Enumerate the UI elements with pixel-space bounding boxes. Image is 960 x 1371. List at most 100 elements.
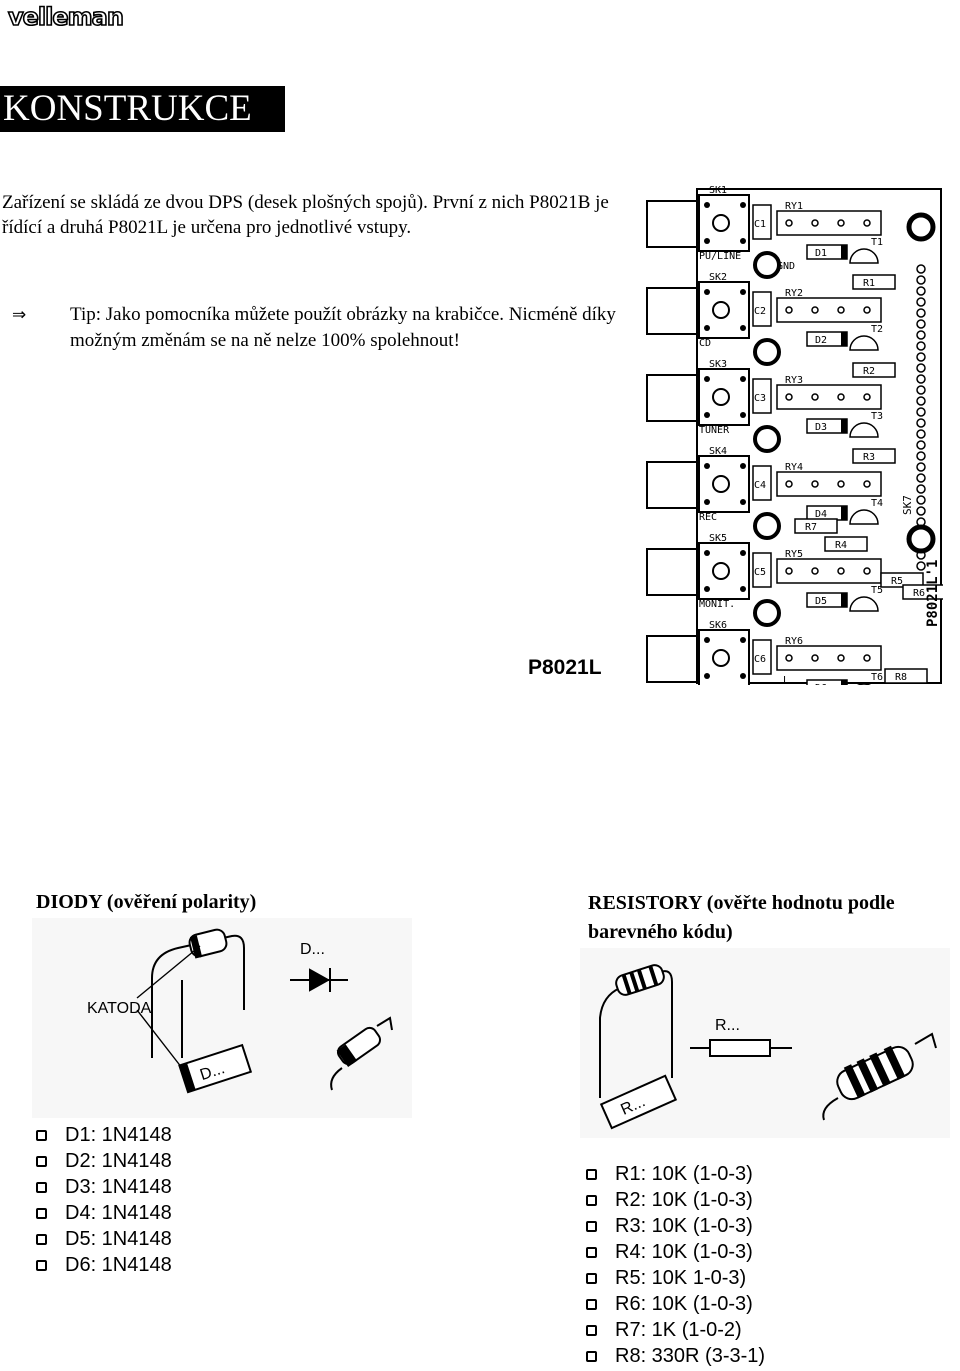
header-pin xyxy=(916,440,926,450)
header-pin xyxy=(916,374,926,384)
checkbox-icon[interactable] xyxy=(586,1246,597,1258)
diode-band xyxy=(841,332,847,346)
resistors-title-line1: RESISTORY (ověřte hodnotu podle xyxy=(588,892,895,914)
transistor-label: T1 xyxy=(871,237,883,248)
socket-housing xyxy=(646,635,698,683)
checkbox-icon[interactable] xyxy=(586,1298,597,1310)
resistor-illustration: R... R... xyxy=(580,948,950,1138)
resistor-label: R2 xyxy=(863,366,875,377)
capacitor-label: C3 xyxy=(754,393,766,404)
arrow-icon: ⇒ xyxy=(12,305,27,325)
relay-pad xyxy=(837,480,845,488)
header-pin xyxy=(916,297,926,307)
resistor-label: R8 xyxy=(895,672,907,683)
header-pin xyxy=(916,319,926,329)
capacitor xyxy=(752,639,772,675)
intro-paragraph: Zařízení se skládá ze dvou DPS (desek pl… xyxy=(2,192,609,238)
tip-paragraph: ⇒ Tip: Jako pomocníka můžete použít obrá… xyxy=(12,302,622,354)
header-pin xyxy=(916,363,926,373)
diode-label: D5 xyxy=(815,596,827,607)
relay-pad xyxy=(811,567,819,575)
socket-pad xyxy=(740,325,746,331)
relay-label: RY6 xyxy=(785,636,803,647)
transistor xyxy=(849,596,879,612)
diodes-title: DIODY (ověření polarity) xyxy=(36,891,257,913)
resistor-checklist: R1: 10K (1-0-3)R2: 10K (1-0-3)R3: 10K (1… xyxy=(586,1161,765,1369)
header-pin xyxy=(916,407,926,417)
capacitor-label: C1 xyxy=(754,219,766,230)
resistor xyxy=(884,668,928,684)
capacitor xyxy=(752,465,772,501)
diode-symbol-label: D... xyxy=(300,941,325,958)
relay-pad xyxy=(811,654,819,662)
socket-caption: CD xyxy=(699,338,711,349)
capacitor xyxy=(752,204,772,240)
checkbox-icon[interactable] xyxy=(586,1350,597,1362)
diode-band xyxy=(841,419,847,433)
socket-pad xyxy=(740,412,746,418)
diode-item: D4: 1N4148 xyxy=(36,1200,172,1226)
resistor-label: R1 xyxy=(863,278,875,289)
capacitor-label: C2 xyxy=(754,306,766,317)
transistor xyxy=(849,335,879,351)
checkbox-icon[interactable] xyxy=(586,1220,597,1232)
socket-pad xyxy=(740,550,746,556)
capacitor xyxy=(752,291,772,327)
checkbox-icon[interactable] xyxy=(36,1259,47,1271)
transistor-label: T6 xyxy=(871,672,883,683)
diode-item: D2: 1N4148 xyxy=(36,1148,172,1174)
socket-pad xyxy=(704,325,710,331)
relay-pad xyxy=(837,219,845,227)
transistor-label: T2 xyxy=(871,324,883,335)
socket-pad xyxy=(740,637,746,643)
diode-body-label: D... xyxy=(198,1060,227,1084)
resistor-item: R8: 330R (3-3-1) xyxy=(586,1343,765,1369)
checkbox-icon[interactable] xyxy=(586,1272,597,1284)
mounting-hole xyxy=(753,512,781,540)
diode-label: D4 xyxy=(815,509,827,520)
header-pin xyxy=(916,429,926,439)
relay-pad xyxy=(785,219,793,227)
katoda-label: KATODA xyxy=(87,1000,152,1017)
diode-item-label: D5: 1N4148 xyxy=(65,1228,172,1250)
socket-pin xyxy=(712,649,730,667)
socket-pin xyxy=(712,301,730,319)
checkbox-icon[interactable] xyxy=(36,1233,47,1245)
socket-pin xyxy=(712,214,730,232)
resistor-item-label: R4: 10K (1-0-3) xyxy=(615,1241,753,1263)
checkbox-icon[interactable] xyxy=(36,1181,47,1193)
socket-pad xyxy=(740,673,746,679)
diode-label: D6 xyxy=(815,683,827,685)
l-label: L xyxy=(783,675,789,685)
relay-label: RY2 xyxy=(785,288,803,299)
checkbox-icon[interactable] xyxy=(586,1168,597,1180)
checkbox-icon[interactable] xyxy=(36,1207,47,1219)
pcb-label: P8021L xyxy=(528,656,602,679)
pcb-layout-diagram: SK1PU/LINEC1RY1D1T1SK2CDC2RY2D2T2SK3TUNE… xyxy=(646,185,943,685)
relay-pad xyxy=(863,480,871,488)
header-pin xyxy=(916,396,926,406)
relay-label: RY3 xyxy=(785,375,803,386)
checkbox-icon[interactable] xyxy=(586,1194,597,1206)
resistor-item-label: R5: 10K 1-0-3) xyxy=(615,1267,747,1289)
socket-pad xyxy=(704,412,710,418)
header-pin xyxy=(916,352,926,362)
header-pin xyxy=(916,506,926,516)
checkbox-icon[interactable] xyxy=(36,1129,47,1141)
socket-pad xyxy=(740,238,746,244)
socket-housing xyxy=(646,200,698,248)
checkbox-icon[interactable] xyxy=(586,1324,597,1336)
checkbox-icon[interactable] xyxy=(36,1155,47,1167)
diode-band xyxy=(841,680,847,685)
mounting-hole xyxy=(753,425,781,453)
transistor xyxy=(849,248,879,264)
relay-pad xyxy=(811,393,819,401)
resistor-symbol-label: R... xyxy=(715,1017,740,1034)
resistor-item-label: R8: 330R (3-3-1) xyxy=(615,1345,766,1367)
diode-item: D6: 1N4148 xyxy=(36,1252,172,1278)
resistors-title-line2: barevného kódu) xyxy=(588,921,733,943)
header-pin xyxy=(916,561,926,571)
header-pin xyxy=(916,275,926,285)
resistor-label: R6 xyxy=(913,588,925,599)
